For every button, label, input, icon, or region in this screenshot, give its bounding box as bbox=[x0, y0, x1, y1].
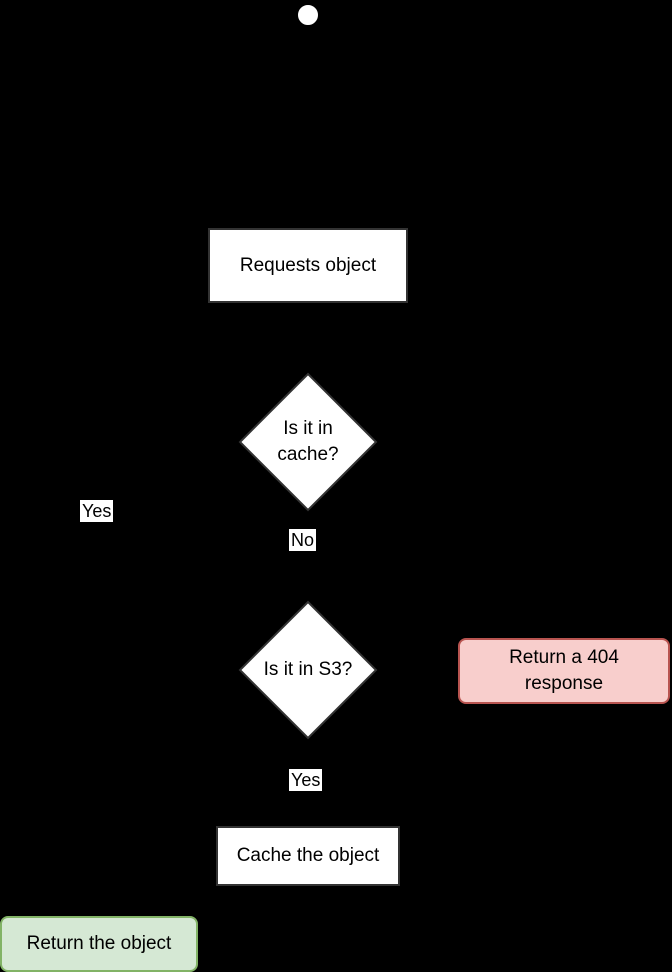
return-object-label: Return the object bbox=[26, 933, 172, 955]
edge-label-s3-yes: Yes bbox=[289, 769, 323, 791]
return-object-node: Return the object bbox=[0, 916, 198, 972]
return-404-label: Return a 404 response bbox=[509, 647, 619, 694]
edge-label-cache-no: No bbox=[289, 529, 317, 551]
in-s3-decision: Is it in S3? bbox=[238, 600, 378, 740]
in-cache-label: Is it in cache? bbox=[277, 418, 339, 465]
in-s3-label: Is it in S3? bbox=[263, 659, 353, 681]
diamond-shape bbox=[238, 600, 378, 740]
edge-label-cache-yes: Yes bbox=[80, 500, 114, 522]
in-cache-decision: Is it in cache? bbox=[238, 372, 378, 512]
diamond-shape bbox=[238, 372, 378, 512]
start-node bbox=[296, 3, 320, 27]
requests-object-node: Requests object bbox=[208, 228, 408, 303]
cache-object-label: Cache the object bbox=[236, 845, 380, 867]
cache-object-node: Cache the object bbox=[216, 826, 400, 886]
return-404-node: Return a 404 response bbox=[458, 638, 670, 704]
requests-object-label: Requests object bbox=[239, 254, 377, 276]
